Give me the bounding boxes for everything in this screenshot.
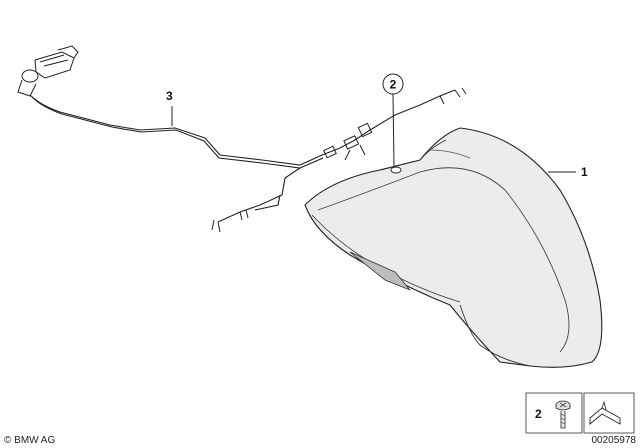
- wire-terminals: [211, 209, 249, 233]
- cable-clips: [323, 122, 373, 161]
- callout-1: 1: [548, 165, 588, 179]
- wiring-harness: [17, 45, 467, 233]
- screw-hole: [390, 166, 402, 174]
- callout-2-label: 2: [390, 78, 397, 92]
- legend-screw-number: 2: [535, 407, 542, 421]
- callout-3: 3: [166, 89, 173, 126]
- callout-2: 2: [382, 73, 404, 167]
- legend-box: 2: [525, 392, 635, 434]
- screw-icon: [555, 400, 571, 429]
- callout-3-label: 3: [166, 89, 173, 103]
- arrow-icon: [589, 400, 621, 425]
- callout-1-label: 1: [581, 165, 588, 179]
- copyright-text: © BMW AG: [4, 435, 55, 446]
- image-number: 00205978: [592, 435, 637, 446]
- tail-light-cover: [304, 127, 603, 368]
- connector-plug: [17, 45, 79, 97]
